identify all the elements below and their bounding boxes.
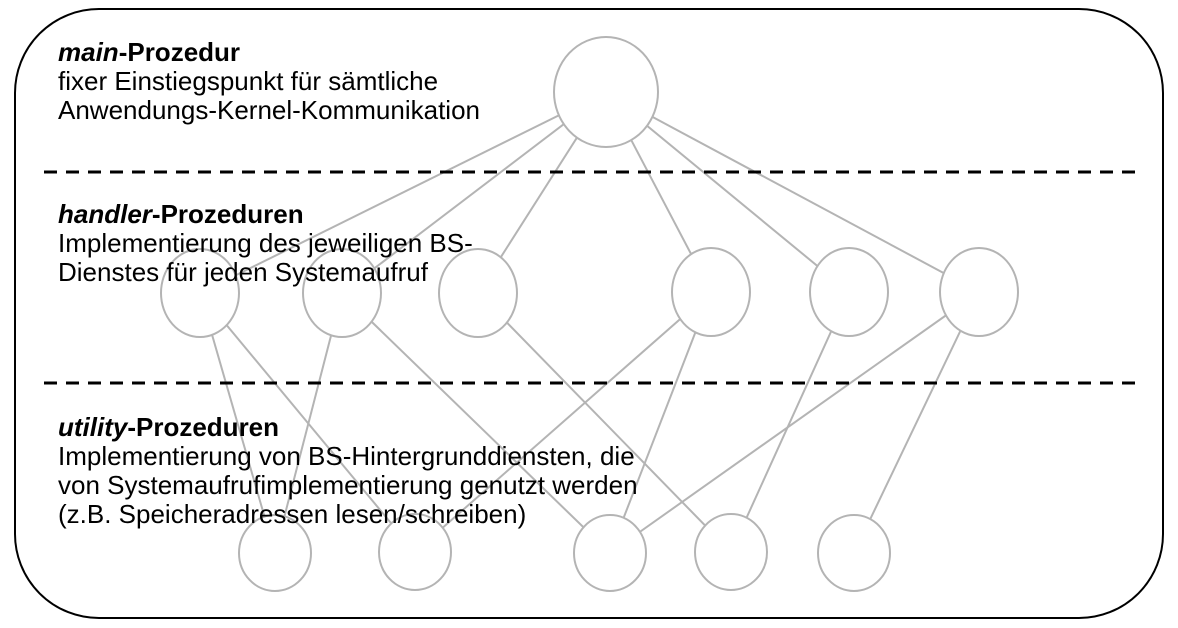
handler-procedure-4-node bbox=[671, 247, 751, 337]
diagram-edge-handler-procedure-6--utility-procedure-5 bbox=[853, 291, 980, 554]
diagram-edge-handler-procedure-6--utility-procedure-3 bbox=[609, 291, 980, 554]
diagram-edge-handler-procedure-2--utility-procedure-3 bbox=[341, 292, 611, 554]
main-layer-title-rest: -Prozedur bbox=[118, 37, 241, 67]
utility-procedure-2-node bbox=[378, 513, 452, 591]
diagram-edge-handler-procedure-1--utility-procedure-1 bbox=[199, 292, 276, 554]
handler-layer-label: handler-Prozeduren Implementierung des j… bbox=[58, 200, 473, 287]
diagram-edge-handler-procedure-1--utility-procedure-2 bbox=[199, 292, 416, 553]
main-layer-title: main-Prozedur bbox=[58, 38, 480, 67]
utility-procedure-4-node bbox=[694, 513, 768, 591]
handler-layer-title-rest: -Prozeduren bbox=[151, 199, 304, 229]
handler-procedure-6-node bbox=[939, 247, 1019, 337]
utility-procedure-3-node bbox=[573, 514, 647, 592]
diagram-edge-main-procedure--handler-procedure-2 bbox=[341, 91, 607, 294]
diagram-edge-main-procedure--handler-procedure-1 bbox=[199, 91, 607, 294]
diagram-edge-handler-procedure-3--utility-procedure-4 bbox=[477, 292, 732, 553]
handler-layer-title: handler-Prozeduren bbox=[58, 200, 473, 229]
utility-layer-title-rest: -Prozeduren bbox=[127, 412, 280, 442]
handler-layer-title-italic: handler bbox=[58, 199, 152, 229]
utility-layer-description: Implementierung von BS-Hintergrunddienst… bbox=[58, 441, 638, 529]
utility-layer-title-italic: utility bbox=[58, 412, 128, 442]
main-layer-description: fixer Einstiegspunkt für sämtliche Anwen… bbox=[58, 66, 481, 125]
diagram-edge-main-procedure--handler-procedure-6 bbox=[605, 91, 980, 293]
handler-procedure-2-node bbox=[302, 248, 382, 338]
utility-procedure-1-node bbox=[238, 514, 312, 592]
diagram-edge-handler-procedure-5--utility-procedure-4 bbox=[730, 291, 850, 553]
main-procedure-node bbox=[553, 36, 659, 148]
utility-layer-title: utility-Prozeduren bbox=[58, 413, 638, 442]
handler-procedure-1-node bbox=[160, 248, 240, 338]
utility-procedure-5-node bbox=[817, 514, 891, 592]
handler-procedure-5-node bbox=[809, 247, 889, 337]
main-layer-title-italic: main bbox=[58, 37, 119, 67]
handler-layer-description: Implementierung des jeweiligen BS- Diens… bbox=[58, 228, 473, 287]
utility-layer-label: utility-Prozeduren Implementierung von B… bbox=[58, 413, 638, 529]
main-layer-label: main-Prozedur fixer Einstiegspunkt für s… bbox=[58, 38, 480, 125]
handler-procedure-3-node bbox=[438, 248, 518, 338]
diagram-edge-handler-procedure-4--utility-procedure-3 bbox=[609, 291, 712, 554]
diagram-edge-handler-procedure-4--utility-procedure-2 bbox=[414, 291, 712, 553]
